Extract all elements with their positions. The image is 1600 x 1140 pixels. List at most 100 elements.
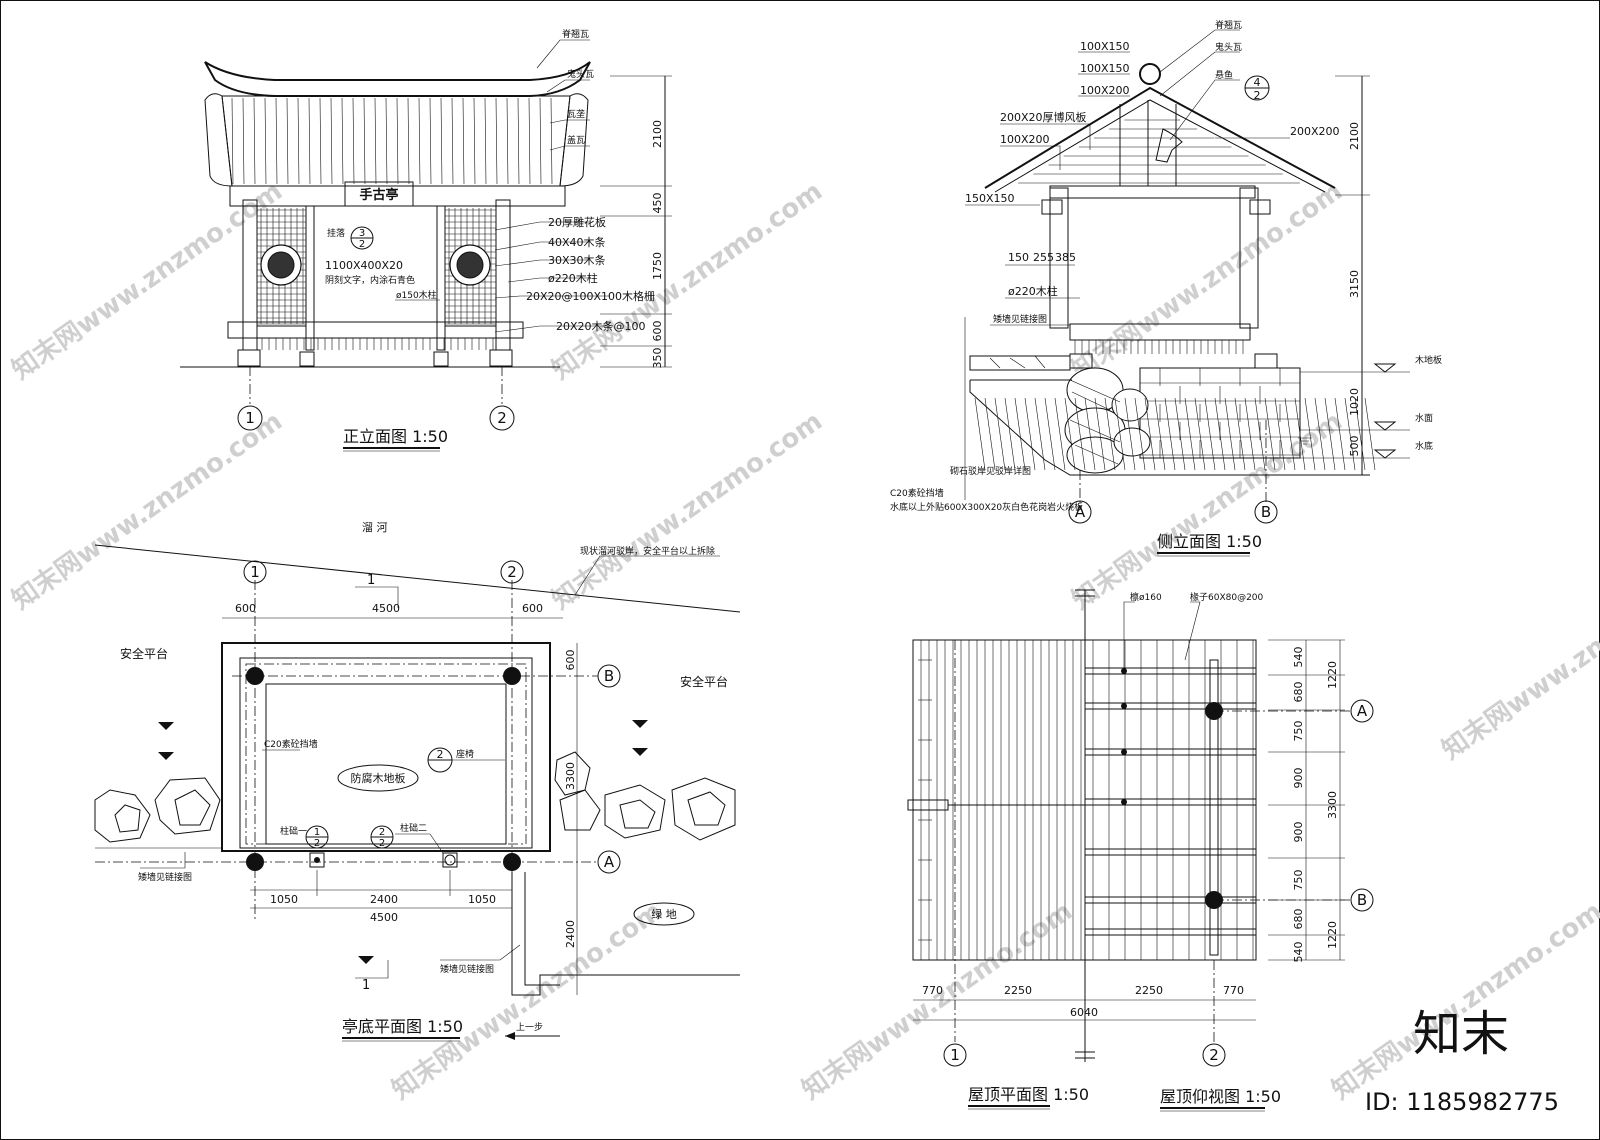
dim-text: 600 xyxy=(651,321,664,342)
drawing-title: 正立面图 1:50 xyxy=(343,427,448,446)
leader-line xyxy=(494,325,610,333)
front-rail xyxy=(227,321,524,339)
annotation: 200X20厚博风板 xyxy=(1000,110,1087,124)
annotation: 100X200 xyxy=(1000,133,1050,146)
dim-text: 6040 xyxy=(1070,1006,1098,1019)
boulder xyxy=(114,804,141,833)
boulder xyxy=(559,789,601,831)
annotation: 砌石驳岸见驳岸详图 xyxy=(950,465,1031,477)
front-roof-tile-lines-stroke xyxy=(242,97,245,185)
side-ground-hatch-stroke xyxy=(984,397,996,471)
dim-text: 600 xyxy=(522,602,543,615)
annotation: 鬼头瓦 xyxy=(567,68,594,80)
floor-label-oval xyxy=(337,764,419,792)
front-roof-tile-lines-stroke xyxy=(264,97,267,185)
annotation: ø220木柱 xyxy=(1008,284,1058,298)
side-gable-planks xyxy=(1018,100,1300,186)
dim-text: 1020 xyxy=(1348,388,1361,416)
dim-text: 2100 xyxy=(651,120,664,148)
column-dot xyxy=(246,853,264,871)
front-lattice-left xyxy=(256,205,307,327)
front-roof-ridge xyxy=(204,61,591,97)
leader-line xyxy=(1000,145,1061,170)
front-roof-tile-lines-stroke xyxy=(440,97,443,185)
level-label: 水底 xyxy=(1415,440,1433,452)
axis-label: B xyxy=(604,667,614,685)
dim-text: 750 xyxy=(1292,870,1305,891)
dim-text: 600 xyxy=(564,650,577,671)
side-ground-hatch xyxy=(974,397,1376,471)
front-roof-tile-lines-stroke xyxy=(484,97,487,185)
side-rail xyxy=(1069,323,1251,341)
dim-text: 1220 xyxy=(1326,921,1339,949)
annotation: 座椅 xyxy=(456,748,474,760)
leader-line xyxy=(574,555,720,596)
annotation: 脊翘瓦 xyxy=(1215,19,1242,31)
front-roof-tile-lines-stroke xyxy=(407,97,410,185)
section-arrow xyxy=(358,956,374,964)
dim-text: 3150 xyxy=(1348,270,1361,298)
side-ground-hatch-stroke xyxy=(1164,397,1176,471)
side-bracket xyxy=(1249,199,1271,215)
axis-label: A xyxy=(1357,702,1368,720)
leader-line xyxy=(1159,51,1240,97)
plan-outer-wall xyxy=(221,642,551,852)
annotation: 檩ø160 xyxy=(1130,591,1162,603)
detail-ref-number: 1 xyxy=(314,827,320,838)
boulder xyxy=(619,799,656,829)
axis-label: 2 xyxy=(1209,1046,1219,1064)
front-plaque xyxy=(344,181,414,207)
axis-bubble xyxy=(1350,888,1374,912)
leader-line xyxy=(440,944,521,961)
dim-text: 540 xyxy=(1292,942,1305,963)
detail-ref-number: 2 xyxy=(379,827,385,838)
leader-line xyxy=(546,79,590,93)
dim-text: 150 xyxy=(1008,251,1029,264)
roof-plans: 檩ø160 椽子60X80@200 A B 1 2 540 680 750 90… xyxy=(907,589,1374,1112)
side-ground-hatch-stroke xyxy=(1004,397,1016,471)
annotation: 30X30木条 xyxy=(548,253,606,267)
level-marker xyxy=(1373,449,1397,459)
side-column xyxy=(1239,187,1259,329)
green-label-oval xyxy=(633,902,695,926)
platform-label: 安全平台 xyxy=(120,646,168,661)
detail-ref-number: 4 xyxy=(1254,76,1261,89)
side-ground-hatch-stroke xyxy=(1144,397,1156,471)
side-ground-hatch-stroke xyxy=(974,397,986,471)
side-ground-hatch-stroke xyxy=(1224,397,1236,471)
side-paving-stones xyxy=(989,355,1046,369)
boulder xyxy=(1113,427,1151,457)
annotation: 矮墙见链接图 xyxy=(993,313,1047,325)
step-arrow xyxy=(158,722,174,730)
leader-line xyxy=(494,241,590,251)
front-roof-tile-lines-stroke xyxy=(429,97,432,185)
side-ridge-ornament xyxy=(1139,63,1161,85)
front-roof-end-right xyxy=(559,93,589,187)
side-roof-outline xyxy=(984,86,1336,189)
front-base xyxy=(489,349,513,367)
boulder xyxy=(1111,388,1149,422)
carved-medallion xyxy=(267,251,295,279)
detail-ref-sheet: 2 xyxy=(359,239,365,250)
detail-ref-number: 3 xyxy=(359,228,365,239)
axis-label: A xyxy=(1075,503,1086,521)
front-roof-tile-lines-stroke xyxy=(418,97,421,185)
side-column xyxy=(1049,187,1069,329)
purlin-dot xyxy=(1121,749,1127,755)
front-roof-tile-lines-stroke xyxy=(253,97,256,185)
leader-line xyxy=(1123,601,1135,668)
side-ground-hatch-stroke xyxy=(1204,397,1216,471)
boulder xyxy=(604,784,666,839)
axis-label: 1 xyxy=(950,1046,960,1064)
level-label: 木地板 xyxy=(1415,354,1442,366)
annotation: C20素砼挡墙 xyxy=(264,738,318,750)
drawing-title: 屋顶仰视图 1:50 xyxy=(1160,1087,1281,1106)
axis-label: 1 xyxy=(245,409,255,427)
detail-ref-sheet: 2 xyxy=(314,838,320,849)
front-roof-tile-lines-stroke xyxy=(341,97,344,185)
dim-text: 3300 xyxy=(564,762,577,790)
front-roof-tile-lines xyxy=(231,97,553,185)
front-rail-bars xyxy=(261,338,494,350)
annotation: 脊翘瓦 xyxy=(562,28,589,40)
detail-ref-number: 2 xyxy=(437,748,444,761)
